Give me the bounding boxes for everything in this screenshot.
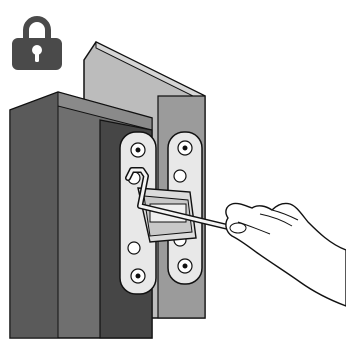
padlock-icon [8, 12, 66, 72]
padlock-badge [8, 12, 66, 72]
hand-icon [226, 203, 346, 306]
